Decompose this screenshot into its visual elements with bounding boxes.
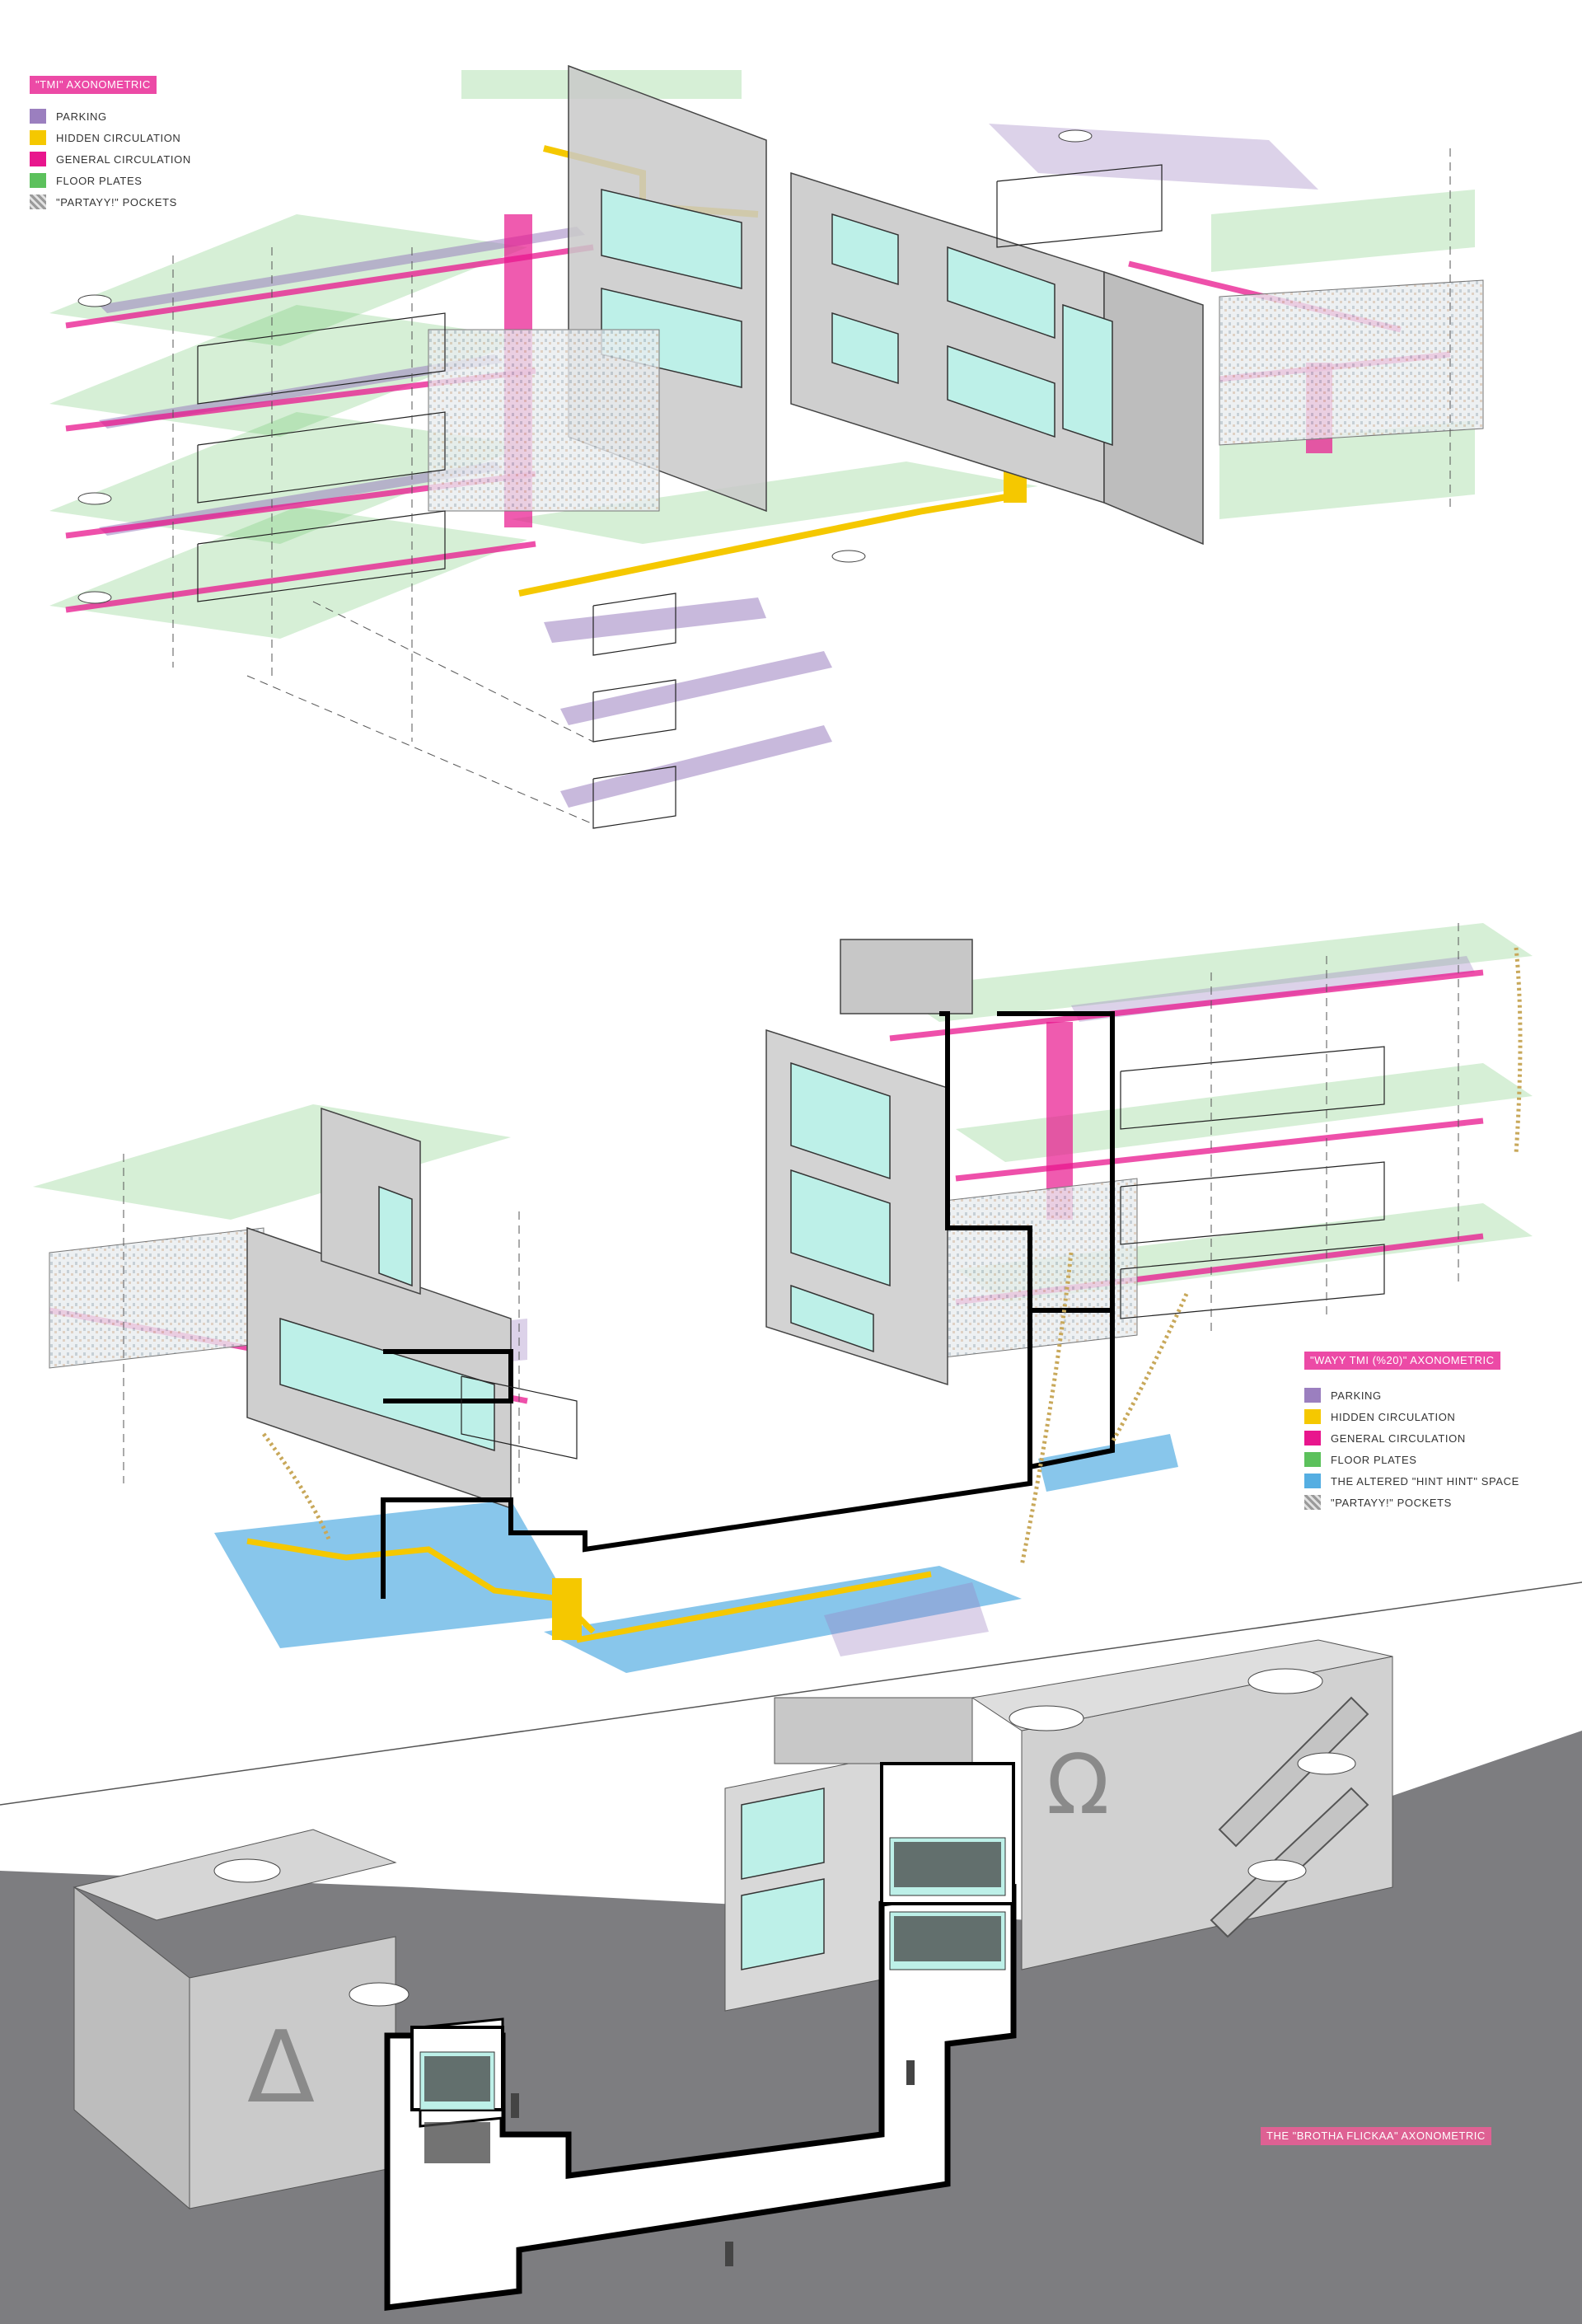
parking-swatch <box>1304 1388 1321 1403</box>
legend-label: GENERAL CIRCULATION <box>56 152 191 166</box>
axon-3-title-tag: THE "BROTHA FLICKAA" AXONOMETRIC <box>1261 2127 1491 2145</box>
axon-2-section-cut <box>381 1011 1115 1599</box>
axon-3-delta-symbol: Δ <box>247 2011 315 2125</box>
hidden-circulation-swatch <box>1304 1409 1321 1424</box>
axon-2-top-box <box>840 939 973 1014</box>
legend-item-parking: PARKING <box>30 105 191 127</box>
hidden-circulation-swatch <box>30 130 46 145</box>
axon-3-omega-symbol: Ω <box>1046 1736 1109 1833</box>
axon-1-title-tag: "TMI" AXONOMETRIC <box>30 76 157 94</box>
axon-1-projection-lines <box>172 148 1451 825</box>
floor-plates-swatch <box>30 173 46 188</box>
legend-item-partayy-pockets: "PARTAYY!" POCKETS <box>30 191 191 213</box>
axon-3-right-garage-top <box>971 1639 1393 1731</box>
axon-1-frames <box>197 164 1163 829</box>
axon-2-drawing <box>33 923 1533 1673</box>
axon-3-drawing: Δ Ω <box>0 1581 1582 2324</box>
axon-2-ramp-lines <box>261 947 1523 1567</box>
axon-2-frames <box>461 1046 1385 1460</box>
axon-2-projection-lines <box>123 923 1459 1483</box>
legend-item-hidden-circulation: HIDDEN CIRCULATION <box>30 127 191 148</box>
axon-1-right-slab-wall <box>1103 270 1204 546</box>
axon-3-left-garage-side <box>73 1886 190 2210</box>
legend-item-hint-space: THE ALTERED "HINT HINT" SPACE <box>1304 1470 1519 1492</box>
axon-1-drawing <box>49 64 1484 829</box>
parking-swatch <box>30 109 46 124</box>
legend-label: "PARTAYY!" POCKETS <box>56 195 177 209</box>
legend-item-floor-plates: FLOOR PLATES <box>1304 1449 1519 1470</box>
axon-1-floor-plates <box>49 70 1475 639</box>
axon-2-hint-space <box>214 1434 1178 1673</box>
legend-label: "PARTAYY!" POCKETS <box>1331 1496 1452 1509</box>
legend-label: PARKING <box>1331 1389 1382 1402</box>
legend-item-general-circulation: GENERAL CIRCULATION <box>30 148 191 170</box>
legend-label: FLOOR PLATES <box>56 174 143 187</box>
legend-item-parking: PARKING <box>1304 1385 1519 1406</box>
legend-label: THE ALTERED "HINT HINT" SPACE <box>1331 1474 1519 1488</box>
legend-label: PARKING <box>56 110 107 123</box>
legend-label: FLOOR PLATES <box>1331 1453 1417 1466</box>
legend-item-general-circulation: GENERAL CIRCULATION <box>1304 1427 1519 1449</box>
photo-collage-icon <box>1304 1495 1321 1510</box>
axon-3-horizon-line <box>0 1581 1582 1806</box>
floor-plates-swatch <box>1304 1452 1321 1467</box>
legend-item-floor-plates: FLOOR PLATES <box>30 170 191 191</box>
axon-1-legend: PARKING HIDDEN CIRCULATION GENERAL CIRCU… <box>30 105 191 213</box>
general-circulation-swatch <box>1304 1431 1321 1445</box>
legend-item-hidden-circulation: HIDDEN CIRCULATION <box>1304 1406 1519 1427</box>
general-circulation-swatch <box>30 152 46 166</box>
axon-3-top-block <box>774 1697 973 1764</box>
legend-label: GENERAL CIRCULATION <box>1331 1431 1466 1445</box>
legend-label: HIDDEN CIRCULATION <box>1331 1410 1456 1423</box>
axon-2-legend: PARKING HIDDEN CIRCULATION GENERAL CIRCU… <box>1304 1385 1519 1513</box>
axon-2-windows <box>279 1061 891 1452</box>
axon-2-hidden-circulation-shaft <box>552 1578 582 1640</box>
axon-1-windows <box>601 189 1113 447</box>
axon-2-title-tag: "WAYY TMI (%20)" AXONOMETRIC <box>1304 1352 1500 1370</box>
legend-label: HIDDEN CIRCULATION <box>56 131 181 144</box>
photo-collage-icon <box>30 194 46 209</box>
axon-3-car-icons <box>213 1668 1356 2007</box>
axon-1-partayy-pockets <box>428 279 1484 512</box>
legend-item-partayy-pockets: "PARTAYY!" POCKETS <box>1304 1492 1519 1513</box>
hint-space-swatch <box>1304 1474 1321 1488</box>
axon-3-people-silhouettes <box>424 1842 1001 2266</box>
axon-1-car-icons <box>77 129 1093 604</box>
